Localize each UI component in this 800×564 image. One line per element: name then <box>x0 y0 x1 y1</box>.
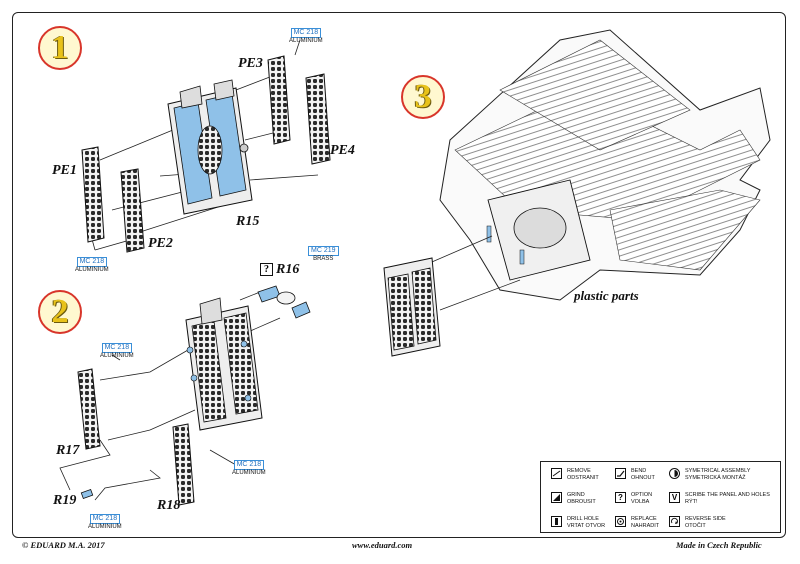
legend-item: SYMETRICAL ASSEMBLY SYMETRICKÁ MONTÁŽ <box>685 468 750 481</box>
legend-text: SCRIBE THE PANEL AND HOLES <box>685 492 770 498</box>
legend-item: DRILL HOLE VRTAT OTVOR <box>567 516 605 529</box>
option-mark: ? <box>260 263 273 276</box>
pe1-mesh <box>81 146 105 243</box>
footer-origin: Made in Czech Republic <box>676 540 762 550</box>
plastic-parts-label: plastic parts <box>574 288 639 303</box>
legend-item: GRIND OBROUSIT <box>567 492 596 505</box>
step2-radiator-assembly <box>185 297 263 431</box>
legend-item: SCRIBE THE PANEL AND HOLES RÝT! <box>685 492 770 505</box>
material-callout: MC 218 ALUMINIUM <box>100 343 134 360</box>
legend-item: OPTION VOLBA <box>631 492 652 505</box>
legend-text: NAHRADIT <box>631 522 660 529</box>
material-name: ALUMINIUM <box>289 38 323 44</box>
reverse-icon <box>669 516 680 527</box>
legend-item: REVERSE SIDE OTOČIT <box>685 516 726 529</box>
part-label-r17: R17 <box>56 443 80 458</box>
option-icon: ? <box>615 492 626 503</box>
legend-text: GRIND <box>567 492 585 498</box>
part-label-pe3: PE3 <box>238 56 263 71</box>
legend-text: OBROUSIT <box>567 498 596 505</box>
part-label-r15: R15 <box>236 214 260 229</box>
material-callout: MC 218 ALUMINIUM <box>232 460 266 477</box>
legend-text: RÝT! <box>685 498 698 505</box>
grind-icon <box>551 492 562 503</box>
material-code: MC 218 <box>76 257 108 267</box>
pe4-mesh <box>305 73 331 165</box>
legend-text: SYMETRICAL ASSEMBLY <box>685 468 751 474</box>
legend-item: BEND OHNOUT <box>631 468 655 481</box>
legend-text: REMOVE <box>567 468 591 474</box>
legend-text: VOLBA <box>631 498 650 505</box>
step3-group <box>383 29 771 357</box>
legend-text: OTOČIT <box>685 522 706 529</box>
legend-item: REMOVE ODSTRANIT <box>567 468 599 481</box>
footer-copyright: © EDUARD M.A. 2017 <box>22 540 105 550</box>
r16-fitting <box>257 285 311 319</box>
material-callout: MC 219 BRASS <box>308 246 339 263</box>
step-2-marker: 2 <box>38 290 82 334</box>
material-callout: MC 218 ALUMINIUM <box>289 28 323 45</box>
step3-radiator <box>383 257 441 357</box>
legend-item: REPLACE NAHRADIT <box>631 516 659 529</box>
material-name: BRASS <box>313 256 334 262</box>
part-label-pe1: PE1 <box>52 163 77 178</box>
legend-text: ODSTRANIT <box>567 474 599 481</box>
legend-text: VRTAT OTVOR <box>567 522 606 529</box>
part-label-pe2: PE2 <box>148 236 173 251</box>
legend-text: REPLACE <box>631 516 657 522</box>
material-code: MC 218 <box>101 343 133 353</box>
legend-text: BEND <box>631 468 647 474</box>
remove-icon <box>551 468 562 479</box>
part-label-r19: R19 <box>53 493 77 508</box>
step2-group <box>59 285 311 506</box>
r15-housing <box>167 79 253 215</box>
material-name: ALUMINIUM <box>75 267 109 273</box>
symbol-legend: REMOVE ODSTRANIT BEND OHNOUT SYMETRICAL … <box>540 461 781 533</box>
material-code: MC 218 <box>290 28 322 38</box>
drill-icon <box>551 516 562 527</box>
material-callout: MC 218 ALUMINIUM <box>75 257 109 274</box>
symmetrical-icon <box>669 468 680 479</box>
r18-radiator <box>172 423 195 506</box>
sheet-frame <box>12 12 786 538</box>
material-name: ALUMINIUM <box>88 524 122 530</box>
legend-text: DRILL HOLE <box>567 516 599 522</box>
legend-text: OHNOUT <box>631 474 655 481</box>
legend-text: OPTION <box>631 492 653 498</box>
material-code: MC 218 <box>233 460 265 470</box>
replace-icon <box>615 516 626 527</box>
bend-icon <box>615 468 626 479</box>
step-3-marker: 3 <box>401 75 445 119</box>
material-name: ALUMINIUM <box>232 470 266 476</box>
step1-group <box>81 39 331 253</box>
legend-text: SYMETRICKÁ MONTÁŽ <box>685 474 746 481</box>
pe3-mesh <box>267 55 291 145</box>
scribe-icon: V <box>669 492 680 503</box>
r17-radiator <box>77 368 101 450</box>
r19-part <box>80 488 94 500</box>
material-name: ALUMINIUM <box>100 353 134 359</box>
material-code: MC 218 <box>89 514 121 524</box>
legend-text: REVERSE SIDE <box>685 516 726 522</box>
footer-website: www.eduard.com <box>352 540 413 550</box>
pe2-mesh <box>120 168 145 253</box>
step-1-marker: 1 <box>38 26 82 70</box>
material-callout: MC 218 ALUMINIUM <box>88 514 122 531</box>
part-label-pe4: PE4 <box>330 143 355 158</box>
material-code: MC 219 <box>308 246 339 256</box>
part-label-r16: R16 <box>276 262 300 277</box>
part-label-r18: R18 <box>157 498 181 513</box>
